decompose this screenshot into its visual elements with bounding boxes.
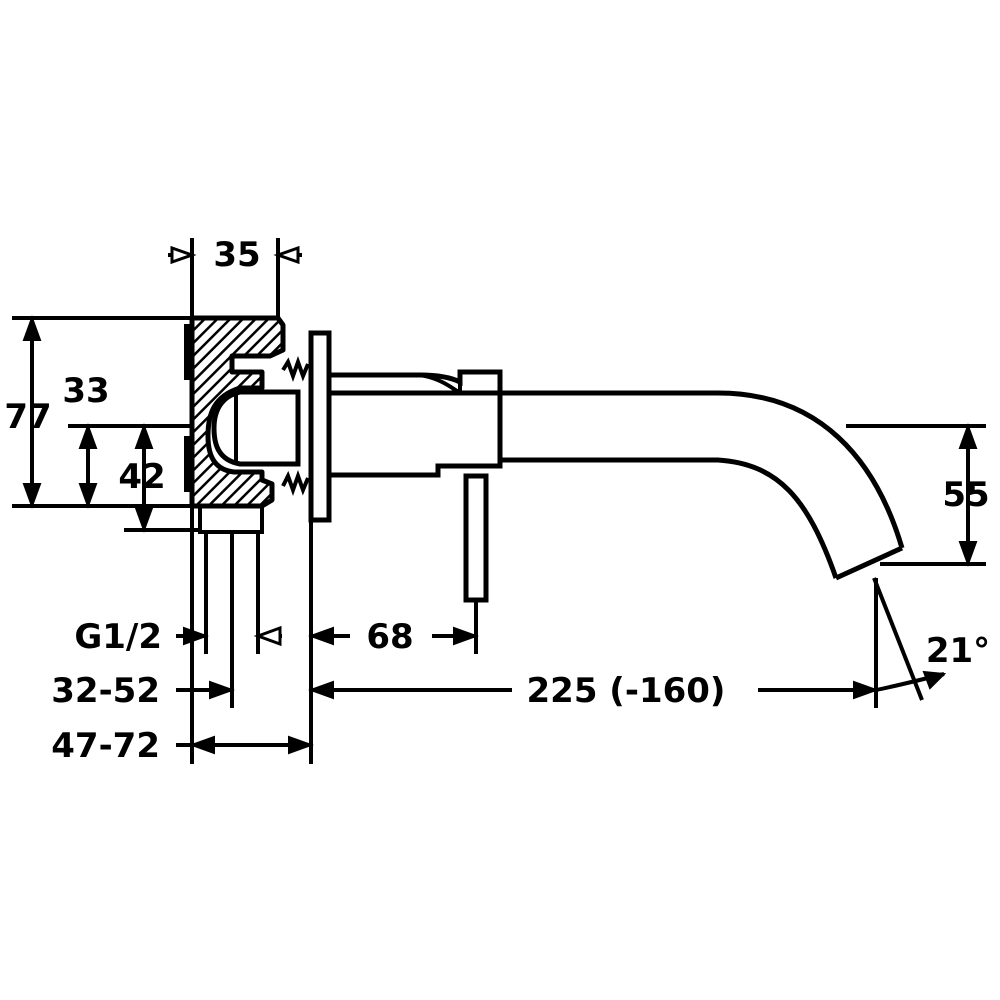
thread-lower [281, 470, 310, 496]
dim-wall-range-2: 47-72 [51, 726, 160, 766]
dim-angle: 21° [926, 631, 990, 671]
dim-wall-range-1: 32-52 [51, 671, 160, 711]
thread-upper [281, 356, 310, 382]
dim-42: 42 [118, 457, 165, 497]
dimension-arrows [22, 245, 978, 755]
dim-35: 35 [213, 235, 260, 275]
wall-body-left-seal-upper [184, 324, 193, 380]
dim-77: 77 [4, 397, 51, 437]
dim-68: 68 [366, 617, 413, 657]
dim-thread: G1/2 [74, 617, 162, 657]
dim-spout-length: 225 (-160) [527, 671, 726, 711]
wall-body-stub [198, 504, 264, 534]
wall-body-left-seal-lower [184, 436, 193, 492]
cartridge [211, 389, 301, 467]
spout [500, 390, 905, 581]
escutcheon-plate [308, 330, 332, 523]
lever-housing [329, 369, 503, 478]
lever-handle [463, 473, 489, 603]
dim-33: 33 [62, 371, 109, 411]
dim-55: 55 [942, 475, 989, 515]
